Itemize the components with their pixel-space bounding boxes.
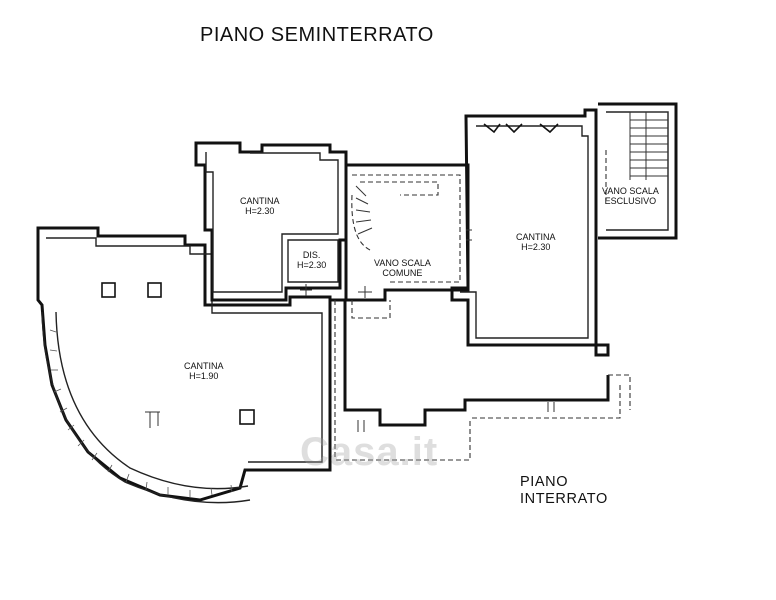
curved-stone-wall xyxy=(55,311,249,490)
room-name: CANTINA xyxy=(240,196,280,206)
room-cantina-upper: CANTINA H=2.30 xyxy=(240,196,280,217)
room-cantina-right: CANTINA H=2.30 xyxy=(516,232,556,253)
room-name: CANTINA xyxy=(516,232,556,242)
plan-title: PIANO SEMINTERRATO xyxy=(200,24,434,46)
room-dis: DIS. H=2.30 xyxy=(297,250,326,271)
lower-level-label: PIANO INTERRATO xyxy=(520,474,608,507)
watermark-logo: Casa.it xyxy=(300,430,439,474)
room-vano-scala-esclusivo: VANO SCALA ESCLUSIVO xyxy=(602,186,659,207)
stair-treads xyxy=(629,111,668,180)
cantina-right-wall xyxy=(450,108,610,357)
room-cantina-large: CANTINA H=1.90 xyxy=(184,361,224,382)
room-name: DIS. xyxy=(302,250,321,260)
room-height: H=2.30 xyxy=(297,260,327,271)
room-name: VANO SCALA xyxy=(374,258,431,268)
room-height: ESCLUSIVO xyxy=(604,196,657,207)
room-height: H=2.30 xyxy=(521,242,551,253)
lower-level-line1: PIANO xyxy=(520,474,569,490)
cantina-upper-wall xyxy=(194,141,348,302)
vano-scala-comune-wall xyxy=(344,163,470,302)
room-height: H=1.90 xyxy=(189,371,219,382)
dis-room-wall xyxy=(287,239,339,283)
pillar xyxy=(147,282,162,298)
room-height: H=2.30 xyxy=(245,206,275,217)
room-height: COMUNE xyxy=(382,268,423,279)
room-name: VANO SCALA xyxy=(602,186,659,196)
pillar xyxy=(239,409,255,425)
room-vano-scala-comune: VANO SCALA COMUNE xyxy=(374,258,431,279)
lower-level-line2: INTERRATO xyxy=(520,490,608,507)
vano-scala-esclusivo-wall xyxy=(598,102,678,240)
room-name: CANTINA xyxy=(184,361,224,371)
pillar xyxy=(101,282,116,298)
